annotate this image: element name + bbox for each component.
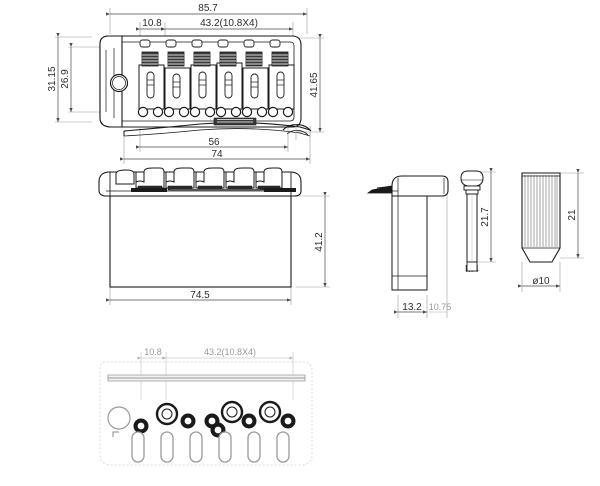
front-view-sustain-block — [109, 195, 292, 288]
front-elevation-view: 41.2 74.5 — [98, 167, 330, 305]
knurled-bushing-detail: 21 ø10 — [517, 168, 584, 292]
bottom-view-hole-pattern — [133, 400, 296, 438]
string-slot — [276, 431, 290, 463]
string-slot — [131, 431, 145, 463]
saddle — [241, 39, 269, 118]
top-plan-view: 85.7 10.8 43.2(10.8X4) 31.15 26.9 41.65 — [47, 3, 324, 164]
dim-label-10-8-top: 10.8 — [142, 18, 162, 29]
bracket-body — [366, 175, 449, 291]
dim-label-43-2-top: 43.2(10.8X4) — [200, 18, 258, 29]
tremolo-arm-hole — [109, 73, 129, 93]
bottom-plan-view: 10.8 43.2(10.8X4) — [99, 347, 313, 466]
bracket-extension-lines — [397, 180, 448, 318]
bottom-view-outline — [99, 361, 313, 466]
dim-label-74-5: 74.5 — [190, 290, 210, 301]
dim-13-2: 13.2 — [393, 302, 427, 314]
knife-edge-pivot — [366, 185, 393, 194]
screw-thread-zone — [466, 261, 478, 272]
string-slot — [247, 431, 261, 463]
dim-31-15: 31.15 — [47, 32, 60, 122]
string-slot — [218, 431, 232, 463]
dim-56: 56 — [135, 137, 288, 149]
arm-recess-arc — [282, 123, 312, 132]
dim-10-8-top: 10.8 — [135, 18, 165, 31]
saddle-elevation — [225, 167, 255, 191]
saddle — [163, 39, 191, 118]
dim-label-31-15: 31.15 — [47, 66, 58, 91]
string-slot — [160, 431, 174, 463]
arm-holder-detail: 13.2 10.75 — [366, 175, 452, 318]
dim-label-43-2-bottom: 43.2(10.8X4) — [204, 347, 256, 357]
saddle-base-strip — [131, 188, 296, 192]
dim-43-2-bottom: 43.2(10.8X4) — [162, 347, 293, 360]
top-view-saddle-group — [137, 39, 295, 118]
dim-label-10-8-bottom: 10.8 — [144, 347, 162, 357]
dim-26-9: 26.9 — [60, 42, 73, 112]
brand-logo-plate — [213, 117, 257, 126]
dim-41-2: 41.2 — [314, 191, 327, 287]
string-slot — [189, 431, 203, 463]
datum-corner-mark — [112, 431, 119, 437]
dim-label-dia-10: ø10 — [532, 276, 550, 287]
front-view-saddle-group — [115, 167, 296, 192]
top-view-lower-skirt — [123, 117, 312, 140]
dim-74: 74 — [119, 149, 310, 161]
screw-body — [460, 170, 484, 272]
top-view-pivot-ear — [99, 35, 129, 128]
dim-label-74: 74 — [211, 149, 223, 160]
bottom-view-slot-group — [131, 431, 290, 463]
dim-label-10-75: 10.75 — [429, 302, 452, 312]
saddle — [189, 39, 217, 118]
dim-label-26-9: 26.9 — [60, 69, 71, 89]
saddle-elevation — [115, 169, 135, 185]
dim-label-41-2: 41.2 — [314, 232, 325, 252]
knurl-lines — [524, 175, 558, 247]
dim-dia-10: ø10 — [517, 276, 560, 288]
dim-21-7: 21.7 — [480, 167, 493, 262]
saddle — [215, 39, 243, 118]
dim-41-65: 41.65 — [309, 33, 322, 132]
dim-10-8-bottom: 10.8 — [137, 347, 166, 360]
dim-label-41-65: 41.65 — [309, 72, 320, 97]
dim-43-2-top: 43.2(10.8X4) — [160, 18, 293, 31]
dim-label-21-7: 21.7 — [480, 207, 491, 227]
pivot-reference-circle — [107, 406, 131, 430]
saddle — [137, 39, 165, 118]
bushing-body — [521, 172, 561, 263]
stud-screw-detail: 21.7 M4 — [460, 167, 496, 275]
dim-label-21: 21 — [567, 209, 578, 221]
bottom-view-plate-edge — [107, 374, 306, 382]
dim-label-13-2: 13.2 — [402, 302, 422, 313]
dim-label-56: 56 — [208, 137, 220, 148]
dim-21: 21 — [567, 168, 580, 258]
dim-85-7: 85.7 — [105, 3, 307, 16]
saddle — [267, 39, 295, 118]
screw-head — [460, 170, 484, 187]
dim-10-75: 10.75 — [427, 302, 452, 313]
dim-label-85-7: 85.7 — [198, 3, 218, 14]
dim-74-5: 74.5 — [105, 290, 291, 302]
